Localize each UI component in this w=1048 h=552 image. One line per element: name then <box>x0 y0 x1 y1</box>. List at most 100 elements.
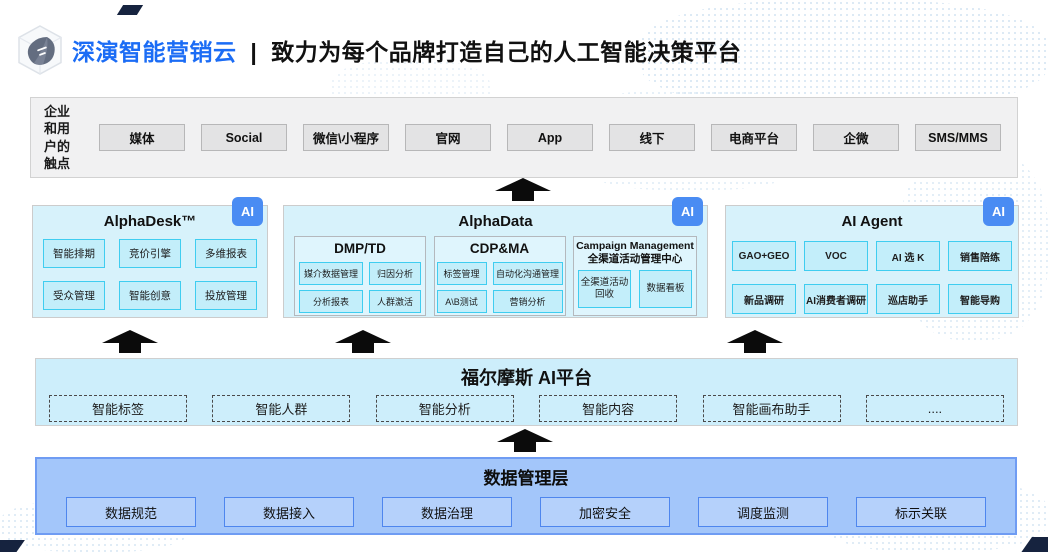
module-box: 加密安全 <box>540 497 670 527</box>
module-box: 智能排期 <box>43 239 105 268</box>
module-box: 智能创意 <box>119 281 181 310</box>
module-box: 新品调研 <box>732 284 796 314</box>
touchpoints-label-line: 企业 <box>44 104 71 120</box>
ai-badge: AI <box>983 197 1014 226</box>
ai-platform-modules: 智能标签 智能人群 智能分析 智能内容 智能画布助手 .... <box>36 395 1017 422</box>
module-box-dashed: .... <box>865 395 1004 422</box>
module-box: AI 选 K <box>876 241 940 271</box>
touchpoints-label-line: 触点 <box>44 155 71 171</box>
arrow-stem <box>119 343 141 353</box>
panel-holmes-ai-platform: 福尔摩斯 AI平台 智能标签 智能人群 智能分析 智能内容 智能画布助手 ...… <box>35 358 1018 426</box>
module-box: 巡店助手 <box>876 284 940 314</box>
module-box: GAO+GEO <box>732 241 796 271</box>
touchpoints-bar: 企业 和用 户的 触点 媒体 Social 微信\小程序 官网 App 线下 电… <box>30 97 1018 178</box>
module-box: 全渠道活动回收 <box>578 270 631 309</box>
module-box: 销售陪练 <box>948 241 1012 271</box>
touchpoint-offline: 线下 <box>609 124 695 151</box>
touchpoint-media: 媒体 <box>99 124 185 151</box>
touchpoint-ecommerce: 电商平台 <box>711 124 797 151</box>
touchpoints-list: 媒体 Social 微信\小程序 官网 App 线下 电商平台 企微 SMS/M… <box>91 124 1017 151</box>
up-arrow <box>497 429 553 452</box>
module-box: 投放管理 <box>195 281 257 310</box>
dot-map-decoration <box>640 0 1048 110</box>
data-layer-title: 数据管理层 <box>483 469 569 488</box>
touchpoints-label-line: 和用 <box>44 121 71 137</box>
arrow-stem <box>514 442 536 452</box>
section-title-en: Campaign Management <box>576 240 694 252</box>
arrow-stem <box>352 343 374 353</box>
title-separator: | <box>250 39 258 65</box>
module-box: A\B测试 <box>436 290 487 313</box>
module-box: 多维报表 <box>195 239 257 268</box>
corner-mark <box>116 5 144 15</box>
module-box: 标签管理 <box>436 262 487 285</box>
touchpoints-label-line: 户的 <box>44 138 71 154</box>
module-box: 数据规范 <box>66 497 196 527</box>
arrow-stem <box>744 343 766 353</box>
module-box: 营销分析 <box>492 290 563 313</box>
module-box: 调度监测 <box>698 497 828 527</box>
page-title: 深演智能营销云 | 致力为每个品牌打造自己的人工智能决策平台 <box>72 33 741 67</box>
panel-title-alphadata: AlphaData <box>458 213 533 230</box>
data-layer-modules: 数据规范 数据接入 数据治理 加密安全 调度监测 标示关联 <box>37 497 1015 527</box>
tagline: 致力为每个品牌打造自己的人工智能决策平台 <box>271 39 742 65</box>
touchpoint-official-site: 官网 <box>405 124 491 151</box>
touchpoint-sms-mms: SMS/MMS <box>915 124 1001 151</box>
arrow-head <box>497 429 553 442</box>
arrow-head <box>495 178 551 191</box>
module-box: 媒介数据管理 <box>299 262 363 285</box>
section-title: DMP/TD <box>334 241 386 256</box>
arrow-head <box>102 330 158 343</box>
module-box: VOC <box>804 241 868 271</box>
alphadata-sections: DMP/TD 媒介数据管理 归因分析 分析报表 人群激活 CDP&MA 标签管理… <box>284 236 707 316</box>
arrow-head <box>727 330 783 343</box>
touchpoint-wechat-miniprogram: 微信\小程序 <box>303 124 389 151</box>
module-box: 数据接入 <box>224 497 354 527</box>
ai-agent-modules: GAO+GEO VOC AI 选 K 销售陪练 新品调研 AI消费者调研 巡店助… <box>726 241 1018 314</box>
panel-title-ai-agent: AI Agent <box>841 213 903 230</box>
section-title: Campaign Management 全渠道活动管理中心 <box>574 240 696 266</box>
panel-alphadata: AI AlphaData DMP/TD 媒介数据管理 归因分析 分析报表 人群激… <box>283 197 708 318</box>
module-box: 数据看板 <box>639 270 692 309</box>
corner-mark <box>0 540 25 552</box>
section-dmp-td: DMP/TD 媒介数据管理 归因分析 分析报表 人群激活 <box>294 236 426 316</box>
ai-badge: AI <box>672 197 703 226</box>
alphadesk-modules: 智能排期 竞价引擎 多维报表 受众管理 智能创意 投放管理 <box>33 239 267 310</box>
touchpoint-wecom: 企微 <box>813 124 899 151</box>
module-box: 分析报表 <box>299 290 363 313</box>
touchpoint-app: App <box>507 124 593 151</box>
module-box: 归因分析 <box>369 262 421 285</box>
panel-title-alphadesk: AlphaDesk™ <box>103 213 197 230</box>
brand-logo-icon <box>18 25 62 75</box>
header: 深演智能营销云 | 致力为每个品牌打造自己的人工智能决策平台 <box>16 24 741 76</box>
campaign-modules: 全渠道活动回收 数据看板 <box>574 270 696 309</box>
up-arrow <box>102 330 158 353</box>
module-box-dashed: 智能分析 <box>375 395 514 422</box>
ai-platform-title: 福尔摩斯 AI平台 <box>460 368 592 388</box>
arrow-stem <box>512 191 534 201</box>
module-box: AI消费者调研 <box>804 284 868 314</box>
touchpoint-social: Social <box>201 124 287 151</box>
up-arrow <box>495 178 551 201</box>
cdp-modules: 标签管理 自动化沟通管理 A\B测试 营销分析 <box>435 262 565 313</box>
module-box: 自动化沟通管理 <box>492 262 563 285</box>
section-title: CDP&MA <box>469 241 530 256</box>
ai-badge: AI <box>232 197 263 226</box>
module-box: 竞价引擎 <box>119 239 181 268</box>
panel-data-management-layer: 数据管理层 数据规范 数据接入 数据治理 加密安全 调度监测 标示关联 <box>35 457 1017 535</box>
panel-ai-agent: AI AI Agent GAO+GEO VOC AI 选 K 销售陪练 新品调研… <box>725 197 1019 318</box>
module-box-dashed: 智能标签 <box>49 395 187 422</box>
panel-alphadesk: AI AlphaDesk™ 智能排期 竞价引擎 多维报表 受众管理 智能创意 投… <box>32 197 268 318</box>
module-box: 受众管理 <box>43 281 105 310</box>
module-box: 标示关联 <box>856 497 986 527</box>
up-arrow <box>727 330 783 353</box>
section-title-cn: 全渠道活动管理中心 <box>587 253 683 266</box>
module-box-dashed: 智能内容 <box>539 395 678 422</box>
module-box: 人群激活 <box>369 290 421 313</box>
brand-name: 深演智能营销云 <box>72 39 237 65</box>
module-box-dashed: 智能画布助手 <box>702 395 841 422</box>
dmp-modules: 媒介数据管理 归因分析 分析报表 人群激活 <box>295 262 425 313</box>
up-arrow <box>335 330 391 353</box>
section-cdp-ma: CDP&MA 标签管理 自动化沟通管理 A\B测试 营销分析 <box>433 236 566 316</box>
